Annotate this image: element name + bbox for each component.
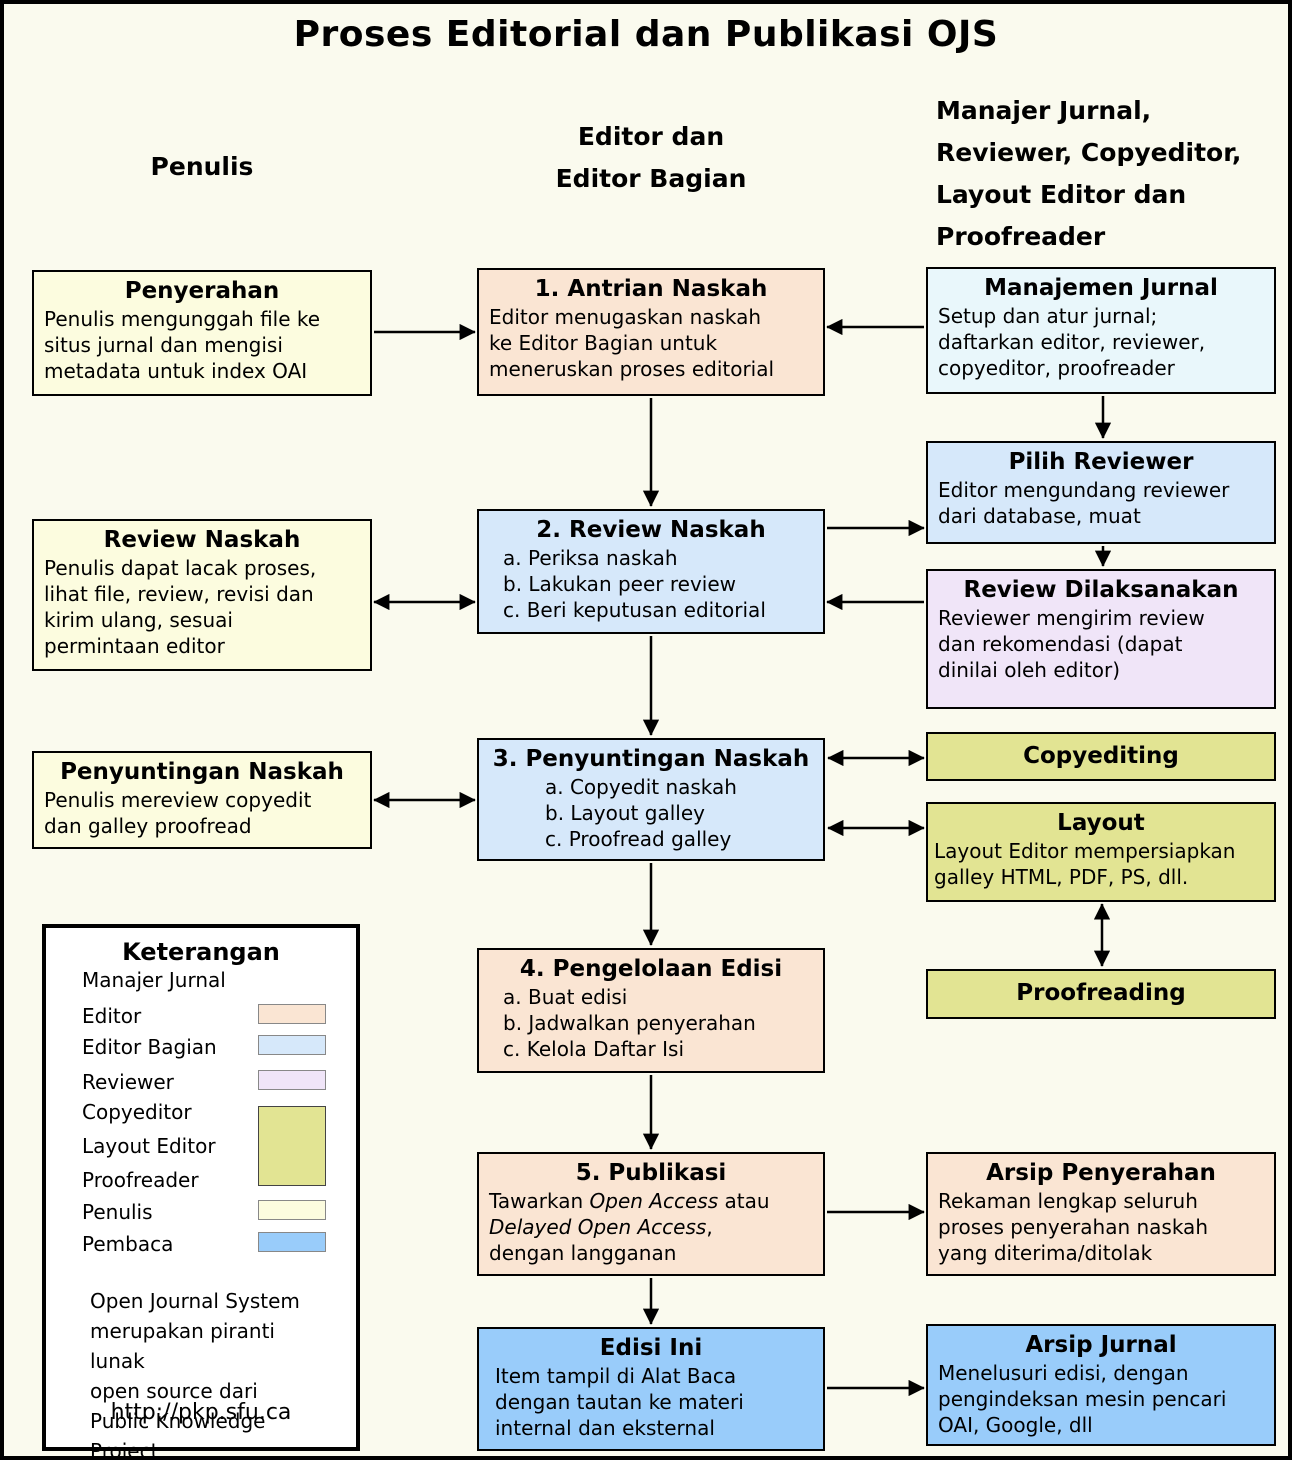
box-penyuntingan-naskah: 3. Penyuntingan Naskah a. Copyedit naska… — [477, 738, 825, 861]
legend-note: Open Journal System merupakan piranti lu… — [90, 1289, 300, 1460]
legend-swatch-pembaca — [258, 1232, 326, 1252]
box-review-title: 2. Review Naskah — [536, 517, 766, 543]
box-pengelolaan-body: a. Buat edisi b. Jadwalkan penyerahan c.… — [503, 985, 756, 1061]
box-arsip-jurnal: Arsip Jurnal Menelusuri edisi, dengan pe… — [926, 1324, 1276, 1446]
box-pilih-reviewer-title: Pilih Reviewer — [1008, 449, 1194, 475]
box-arsip-penyerahan: Arsip Penyerahan Rekaman lengkap seluruh… — [926, 1152, 1276, 1276]
box-antrian-title: 1. Antrian Naskah — [534, 276, 768, 302]
box-copyediting: Copyediting — [926, 732, 1276, 781]
legend-swatch-penulis — [258, 1200, 326, 1220]
box-pilih-reviewer-body: Editor mengundang reviewer dari database… — [938, 478, 1230, 528]
box-layout: Layout Layout Editor mempersiapkan galle… — [926, 802, 1276, 902]
box-edisi-ini: Edisi Ini Item tampil di Alat Baca denga… — [477, 1327, 825, 1451]
box-layout-body: Layout Editor mempersiapkan galley HTML,… — [934, 839, 1236, 889]
legend-swatch-reviewer — [258, 1070, 326, 1090]
legend-label-copyeditor: Copyeditor — [82, 1100, 192, 1124]
legend-label-penulis: Penulis — [82, 1200, 153, 1224]
box-penyerahan-title: Penyerahan — [124, 278, 280, 304]
box-publikasi: 5. Publikasi Tawarkan Open Access atau D… — [477, 1152, 825, 1276]
box-penyuntingan-body: a. Copyedit naskah b. Layout galley c. P… — [545, 775, 737, 851]
box-dilaksanakan-title: Review Dilaksanakan — [963, 577, 1239, 603]
box-publikasi-body: Tawarkan Open Access atau Delayed Open A… — [489, 1189, 770, 1265]
box-manajemen-body: Setup dan atur jurnal; daftarkan editor,… — [938, 304, 1206, 380]
box-review-penulis-title: Review Naskah — [103, 527, 301, 553]
box-dilaksanakan-body: Reviewer mengirim review dan rekomendasi… — [938, 606, 1205, 682]
box-penyuntingan-penulis-body: Penulis mereview copyedit dan galley pro… — [44, 788, 312, 838]
column-header-penulis: Penulis — [150, 152, 254, 181]
legend-swatch-editor-bagian — [258, 1035, 326, 1055]
legend-label-editor: Editor — [82, 1004, 142, 1028]
box-review-body: a. Periksa naskah b. Lakukan peer review… — [503, 546, 766, 622]
box-antrian-body: Editor menugaskan naskah ke Editor Bagia… — [489, 305, 775, 381]
box-pengelolaan-title: 4. Pengelolaan Edisi — [519, 956, 783, 982]
box-review-naskah: 2. Review Naskah a. Periksa naskah b. La… — [477, 509, 825, 634]
box-penyuntingan-title: 3. Penyuntingan Naskah — [492, 746, 810, 772]
box-penyuntingan-penulis: Penyuntingan Naskah Penulis mereview cop… — [32, 751, 372, 849]
legend-label-editor-bagian: Editor Bagian — [82, 1035, 217, 1059]
legend-url: http://pkp.sfu.ca — [110, 1400, 292, 1425]
box-edisi-title: Edisi Ini — [599, 1335, 703, 1361]
legend-title: Keterangan — [122, 938, 280, 966]
box-arsip-penyerahan-body: Rekaman lengkap seluruh proses penyeraha… — [938, 1189, 1208, 1265]
box-pengelolaan-edisi: 4. Pengelolaan Edisi a. Buat edisi b. Ja… — [477, 948, 825, 1073]
box-copyediting-title: Copyediting — [1023, 743, 1179, 769]
box-review-dilaksanakan: Review Dilaksanakan Reviewer mengirim re… — [926, 569, 1276, 709]
box-arsip-jurnal-body: Menelusuri edisi, dengan pengindeksan me… — [938, 1361, 1227, 1437]
column-header-editor: Editor dan Editor Bagian — [555, 122, 747, 193]
flow-arrows-layer — [373, 318, 1112, 1397]
box-edisi-body: Item tampil di Alat Baca dengan tautan k… — [495, 1364, 744, 1440]
column-header-manajer: Manajer Jurnal, Reviewer, Copyeditor, La… — [936, 96, 1242, 251]
legend-label-proofreader: Proofreader — [82, 1168, 199, 1192]
box-penyerahan-body: Penulis mengunggah file ke situs jurnal … — [44, 307, 321, 383]
legend-box: Keterangan Manajer Jurnal Editor Editor … — [42, 924, 360, 1456]
box-arsip-jurnal-title: Arsip Jurnal — [1025, 1332, 1177, 1358]
legend-label-pembaca: Pembaca — [82, 1232, 174, 1256]
box-antrian-naskah: 1. Antrian Naskah Editor menugaskan nask… — [477, 268, 825, 396]
box-manajemen-title: Manajemen Jurnal — [984, 275, 1218, 301]
box-penyuntingan-penulis-title: Penyuntingan Naskah — [60, 759, 344, 785]
box-layout-title: Layout — [1057, 810, 1145, 836]
box-review-naskah-penulis: Review Naskah Penulis dapat lacak proses… — [32, 519, 372, 671]
box-review-penulis-body: Penulis dapat lacak proses, lihat file, … — [44, 556, 317, 658]
legend-label-reviewer: Reviewer — [82, 1070, 174, 1094]
box-pilih-reviewer: Pilih Reviewer Editor mengundang reviewe… — [926, 441, 1276, 544]
legend-swatch-production — [258, 1106, 326, 1186]
legend-label-layout-editor: Layout Editor — [82, 1134, 216, 1158]
box-arsip-penyerahan-title: Arsip Penyerahan — [986, 1160, 1216, 1186]
box-penyerahan: Penyerahan Penulis mengunggah file ke si… — [32, 270, 372, 396]
box-manajemen-jurnal: Manajemen Jurnal Setup dan atur jurnal; … — [926, 267, 1276, 394]
box-proofreading-title: Proofreading — [1016, 980, 1186, 1006]
page-title: Proses Editorial dan Publikasi OJS — [293, 14, 999, 55]
legend-swatch-editor — [258, 1004, 326, 1024]
box-publikasi-title: 5. Publikasi — [575, 1160, 727, 1186]
legend-label-manajer-jurnal: Manajer Jurnal — [82, 968, 226, 992]
box-proofreading: Proofreading — [926, 969, 1276, 1019]
